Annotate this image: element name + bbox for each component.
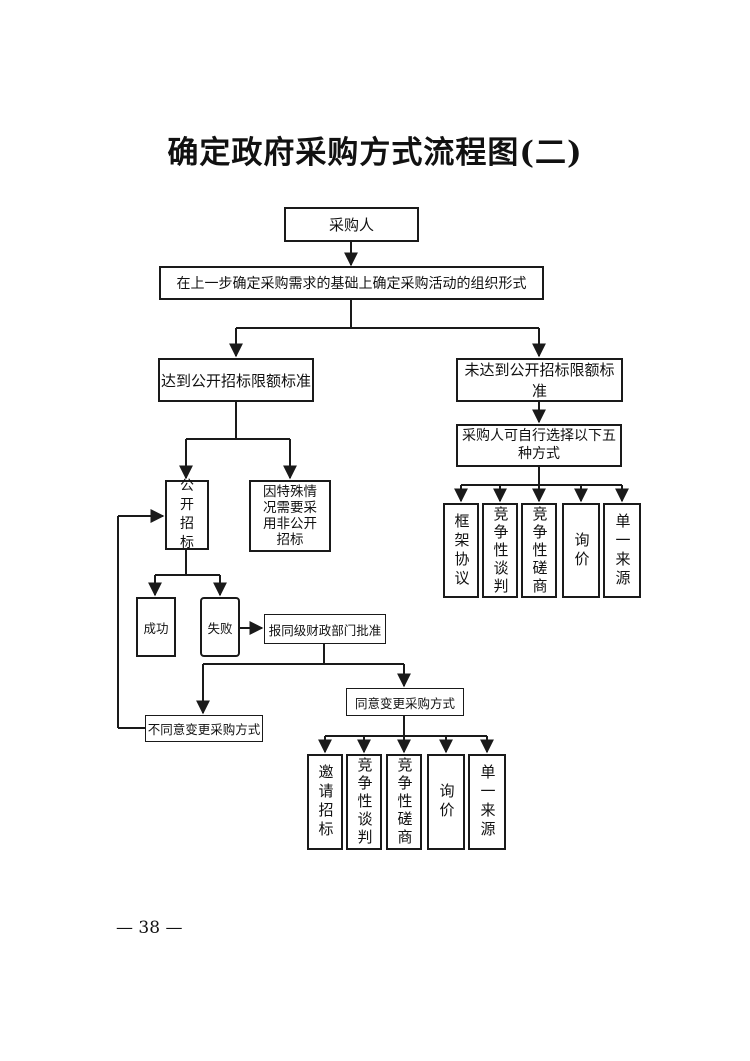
page-number: — 38 — <box>116 918 183 938</box>
node-org-form: 在上一步确定采购需求的基础上确定采购活动的组织形式 <box>159 266 544 300</box>
node-success: 成功 <box>136 597 176 657</box>
change-method-box-1: 竞争性谈判 <box>346 754 382 850</box>
node-reach-limit: 达到公开招标限额标准 <box>158 358 314 402</box>
change-method-box-2: 竞争性磋商 <box>386 754 422 850</box>
page-title: 确定政府采购方式流程图(二) <box>167 135 583 171</box>
node-not-reach-limit: 未达到公开招标限额标准 <box>456 358 623 402</box>
node-report-finance: 报同级财政部门批准 <box>264 614 386 644</box>
node-disagree-change: 不同意变更采购方式 <box>145 715 263 742</box>
method-box-0: 框架协议 <box>443 503 479 598</box>
change-method-box-0: 邀请招标 <box>307 754 343 850</box>
method-box-1: 竞争性谈判 <box>482 503 518 598</box>
method-box-4: 单一来源 <box>603 503 641 598</box>
method-box-2: 竞争性磋商 <box>521 503 557 598</box>
node-open-tender: 公开招标 <box>165 478 209 551</box>
node-self-choose: 采购人可自行选择以下五种方式 <box>456 424 622 467</box>
node-fail: 失败 <box>200 597 240 657</box>
change-method-box-4: 单一来源 <box>468 754 506 850</box>
node-purchaser: 采购人 <box>284 207 419 242</box>
node-agree-change: 同意变更采购方式 <box>346 688 464 716</box>
node-special-case: 因特殊情况需要采用非公开招标 <box>249 480 331 552</box>
method-box-3: 询价 <box>562 503 600 598</box>
change-method-box-3: 询价 <box>427 754 465 850</box>
